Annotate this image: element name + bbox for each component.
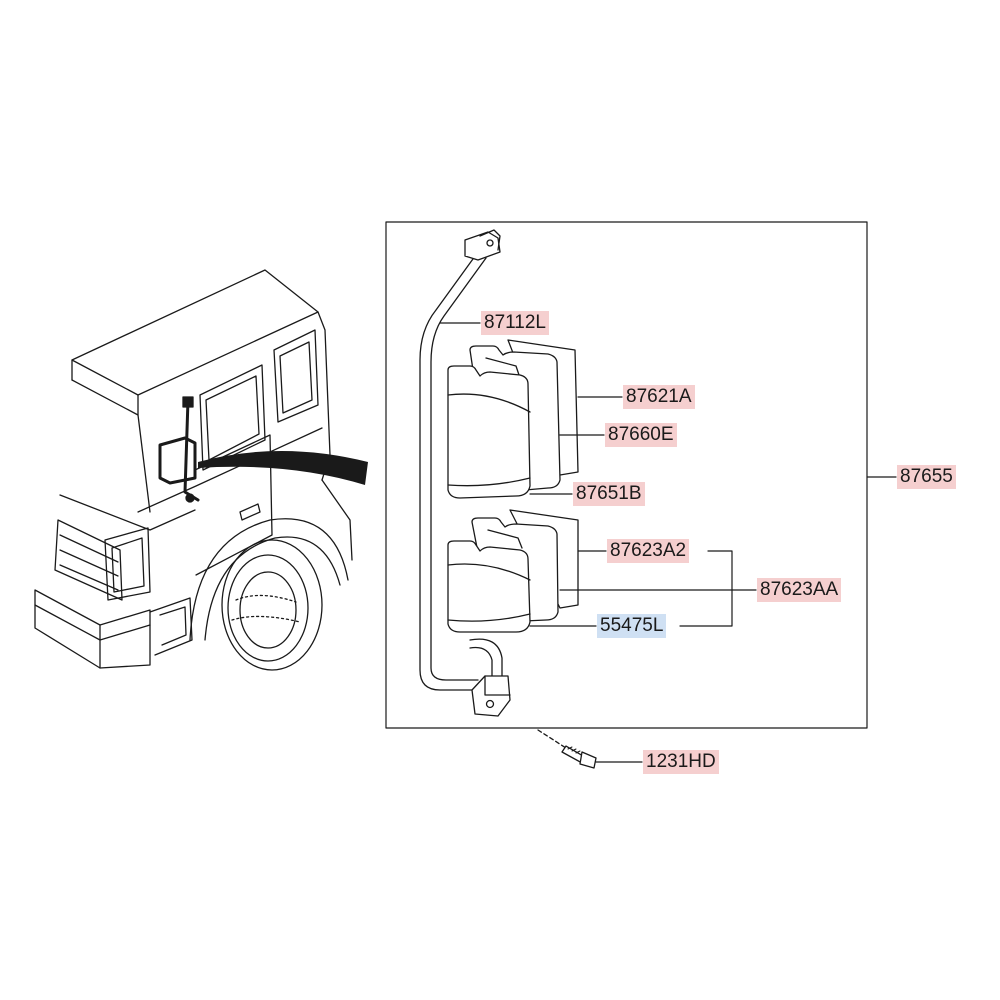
top-bracket <box>464 229 501 261</box>
mirror-arm-rod <box>419 251 503 691</box>
bottom-bracket <box>471 675 511 717</box>
leader-lines <box>439 322 897 763</box>
assembly-frame <box>385 221 868 729</box>
part-label-87623AA[interactable]: 87623AA <box>757 578 842 602</box>
bolt <box>537 729 597 769</box>
lower-mirror-glass <box>447 540 531 633</box>
part-label-87623A2[interactable]: 87623A2 <box>607 539 690 563</box>
upper-mirror-glass <box>447 365 531 499</box>
part-label-1231HD[interactable]: 1231HD <box>643 750 719 774</box>
truck-cab-illustration <box>34 269 368 671</box>
part-label-87621A[interactable]: 87621A <box>623 385 695 409</box>
part-label-55475L[interactable]: 55475L <box>597 614 667 638</box>
part-label-87651B[interactable]: 87651B <box>573 482 645 506</box>
part-label-87660E[interactable]: 87660E <box>605 423 677 447</box>
part-label-87655[interactable]: 87655 <box>897 465 956 489</box>
part-label-87112L[interactable]: 87112L <box>481 311 549 335</box>
